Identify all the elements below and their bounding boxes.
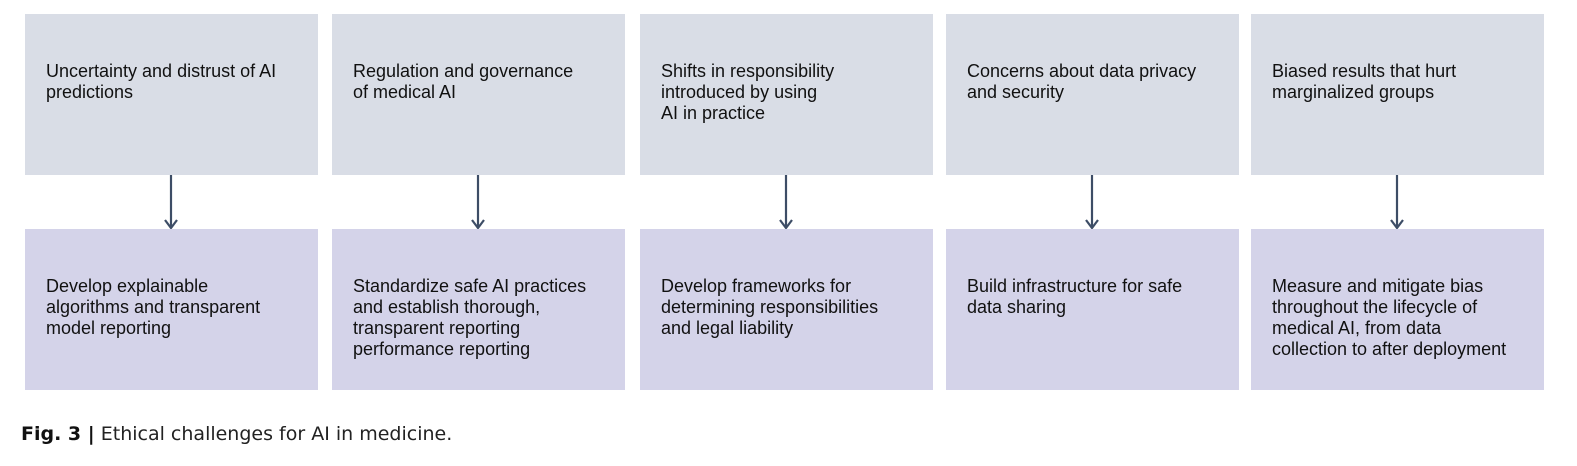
- challenge-line: Biased results that hurt: [1272, 61, 1457, 81]
- challenge-box: Concerns about data privacy and security: [946, 14, 1239, 175]
- solution-line: and establish thorough,: [353, 297, 541, 317]
- column-2: Regulation and governance of medical AI …: [332, 14, 625, 390]
- solution-line: throughout the lifecycle of: [1272, 297, 1478, 317]
- solution-box: Build infrastructure for safe data shari…: [946, 229, 1239, 390]
- solution-line: collection to after deployment: [1272, 339, 1507, 359]
- figure-label: Fig. 3 |: [21, 423, 95, 445]
- down-arrow-icon: [1085, 175, 1099, 229]
- down-arrow-icon: [164, 175, 178, 229]
- solution-box: Develop explainable algorithms and trans…: [25, 229, 318, 390]
- figure-caption-text: Ethical challenges for AI in medicine.: [100, 423, 453, 445]
- down-arrow-icon: [471, 175, 485, 229]
- challenge-line: Uncertainty and distrust of AI: [46, 61, 277, 81]
- solution-line: medical AI, from data: [1272, 318, 1442, 338]
- figure-caption: Fig. 3 | Ethical challenges for AI in me…: [21, 423, 452, 445]
- solution-line: data sharing: [967, 297, 1067, 317]
- challenge-box: Uncertainty and distrust of AI predictio…: [25, 14, 318, 175]
- challenge-line: marginalized groups: [1272, 82, 1435, 102]
- solution-line: determining responsibilities: [661, 297, 879, 317]
- down-arrow-icon: [1390, 175, 1404, 229]
- solution-line: model reporting: [46, 318, 172, 338]
- column-5: Biased results that hurt marginalized gr…: [1251, 14, 1544, 390]
- solution-line: Develop explainable: [46, 276, 209, 296]
- solution-line: and legal liability: [661, 318, 794, 338]
- solution-line: performance reporting: [353, 339, 531, 359]
- challenge-line: predictions: [46, 82, 134, 102]
- challenge-line: introduced by using: [661, 82, 818, 102]
- solution-line: Develop frameworks for: [661, 276, 852, 296]
- solution-box: Develop frameworks for determining respo…: [640, 229, 933, 390]
- solution-box: Standardize safe AI practices and establ…: [332, 229, 625, 390]
- column-3: Shifts in responsibility introduced by u…: [640, 14, 933, 390]
- challenge-line: Concerns about data privacy: [967, 61, 1197, 81]
- challenge-line: and security: [967, 82, 1065, 102]
- challenge-line: Regulation and governance: [353, 61, 574, 81]
- solution-line: algorithms and transparent: [46, 297, 261, 317]
- challenge-line: of medical AI: [353, 82, 457, 102]
- solution-line: Measure and mitigate bias: [1272, 276, 1484, 296]
- challenge-box: Biased results that hurt marginalized gr…: [1251, 14, 1544, 175]
- solution-line: Build infrastructure for safe: [967, 276, 1183, 296]
- column-1: Uncertainty and distrust of AI predictio…: [25, 14, 318, 390]
- challenge-box: Shifts in responsibility introduced by u…: [640, 14, 933, 175]
- solution-line: Standardize safe AI practices: [353, 276, 587, 296]
- down-arrow-icon: [779, 175, 793, 229]
- column-4: Concerns about data privacy and security…: [946, 14, 1239, 390]
- challenge-line: Shifts in responsibility: [661, 61, 835, 81]
- challenge-box: Regulation and governance of medical AI: [332, 14, 625, 175]
- solution-box: Measure and mitigate bias throughout the…: [1251, 229, 1544, 390]
- solution-line: transparent reporting: [353, 318, 521, 338]
- challenge-line: AI in practice: [661, 103, 766, 123]
